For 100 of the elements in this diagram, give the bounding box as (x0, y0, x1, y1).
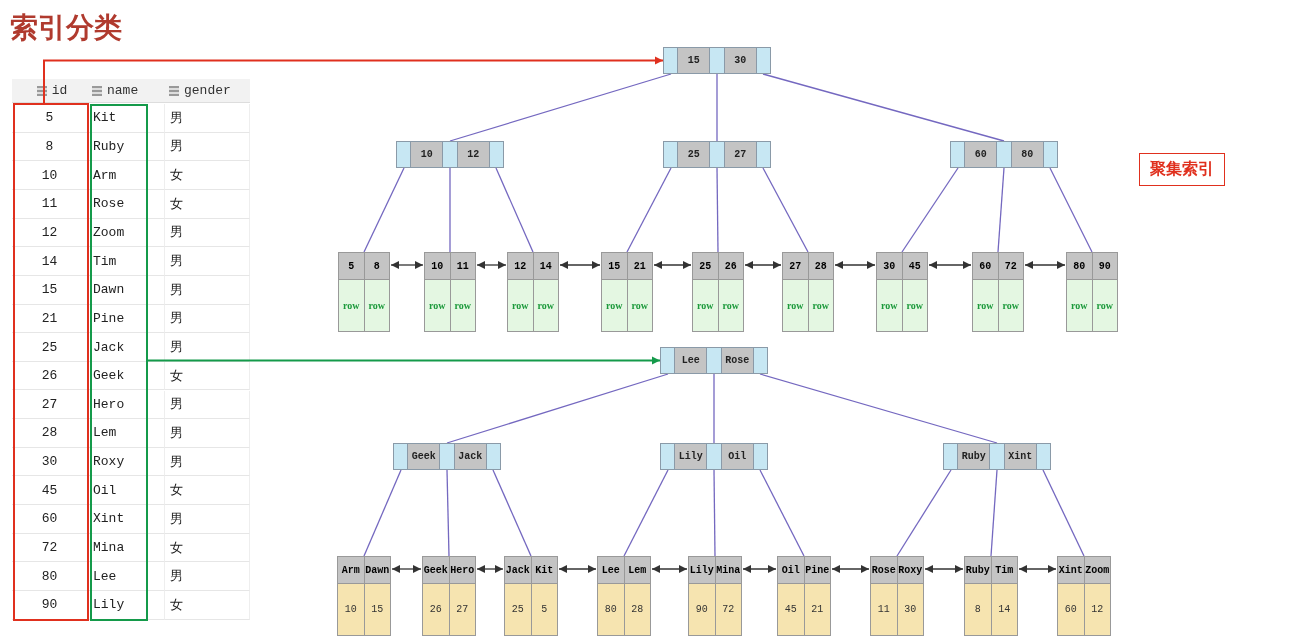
primary-key-value: 12 (1090, 603, 1105, 617)
index-key: 26 (718, 253, 743, 279)
index-key: 25 (678, 142, 711, 167)
leaf-page (777, 556, 831, 636)
index-type-tag: 聚集索引 (1139, 153, 1225, 186)
column-name: gender (184, 81, 231, 100)
index-page (663, 141, 771, 168)
index-key: 30 (724, 48, 757, 73)
primary-key-value: 27 (455, 603, 470, 617)
index-key: 90 (1092, 253, 1117, 279)
column-highlight (13, 103, 89, 621)
gender-value: 女 (165, 591, 250, 620)
tree-link (1049, 167, 1093, 253)
primary-key-value: 45 (778, 584, 805, 635)
leaf-page (688, 556, 742, 636)
id-value: 27 (12, 390, 88, 420)
id-value: 28 (12, 419, 88, 448)
primary-key-value: 60 (1058, 584, 1085, 635)
arrow (43, 56, 664, 104)
gender-value: 男 (165, 419, 250, 448)
index-key: Ruby (958, 444, 991, 469)
arrow (476, 261, 507, 269)
index-page (663, 47, 771, 74)
primary-key-value: 10 (338, 584, 365, 635)
id-value: 10 (12, 161, 88, 190)
index-key: 12 (457, 142, 490, 167)
tree-link (990, 469, 998, 557)
tree-link (363, 469, 402, 557)
tree-link (495, 167, 534, 253)
name-value: Rose (88, 189, 165, 219)
row-marker: row (1095, 299, 1114, 313)
leaf-page (870, 556, 924, 636)
name-value: Roxy (88, 447, 165, 477)
primary-key-value: 15 (370, 603, 385, 617)
gender-value: 男 (165, 562, 250, 592)
tree-link (623, 469, 669, 557)
index-key: 45 (902, 253, 927, 279)
primary-key-value: 80 (598, 584, 625, 635)
index-key: Jack (454, 444, 487, 469)
arrow (1018, 565, 1057, 573)
leaf-page (964, 556, 1018, 636)
tree-link (446, 373, 669, 444)
row-marker: row (630, 299, 649, 313)
name-value: Oil (88, 476, 165, 506)
column-highlight (90, 104, 148, 621)
arrow (928, 261, 972, 269)
index-key: Hero (449, 557, 475, 583)
tree-link (997, 167, 1005, 253)
id-value: 60 (12, 505, 88, 534)
index-key: Xint (1004, 444, 1037, 469)
name-value: Dawn (88, 275, 165, 305)
id-value: 26 (12, 361, 88, 391)
index-key: Mina (715, 557, 741, 583)
index-key: 80 (1011, 142, 1044, 167)
row-marker: row (536, 299, 555, 313)
name-value: Pine (88, 304, 165, 334)
primary-key-value: 25 (505, 584, 532, 635)
tree-link (713, 469, 716, 557)
index-key: Dawn (364, 557, 390, 583)
arrow (651, 565, 688, 573)
name-value: Kit (88, 104, 165, 133)
row-marker: row (1001, 299, 1020, 313)
index-page (396, 141, 504, 168)
index-key: Lily (675, 444, 708, 469)
arrow (558, 565, 597, 573)
tree-link (759, 469, 805, 557)
leaf-page (597, 556, 651, 636)
index-key: Lem (624, 557, 650, 583)
gender-value: 男 (165, 447, 250, 477)
name-value: Lee (88, 562, 165, 592)
index-page (660, 443, 768, 470)
gender-value: 女 (165, 533, 250, 563)
index-key: Kit (531, 557, 557, 583)
row-marker: row (367, 299, 386, 313)
gender-value: 女 (165, 361, 250, 391)
id-value: 14 (12, 247, 88, 276)
name-value: Arm (88, 161, 165, 190)
name-value: Jack (88, 333, 165, 362)
tree-link (449, 167, 451, 253)
arrow (924, 565, 964, 573)
index-key: Lee (675, 348, 708, 373)
leaf-page (507, 252, 559, 332)
tree-link (901, 167, 959, 253)
primary-key-value: 72 (721, 603, 736, 617)
gender-value: 男 (165, 505, 250, 534)
tree-link (762, 73, 1005, 142)
tree-link (716, 73, 718, 142)
id-value: 30 (12, 447, 88, 477)
leaf-page (782, 252, 834, 332)
row-marker: row (905, 299, 924, 313)
id-value: 25 (12, 333, 88, 362)
name-value: Lily (88, 591, 165, 620)
primary-key-value: 28 (630, 603, 645, 617)
leaf-page (422, 556, 476, 636)
id-value: 5 (12, 104, 88, 133)
gender-value: 男 (165, 104, 250, 133)
primary-key-value: 14 (997, 603, 1012, 617)
arrow (744, 261, 782, 269)
leaf-page (424, 252, 476, 332)
id-value: 90 (12, 591, 88, 620)
